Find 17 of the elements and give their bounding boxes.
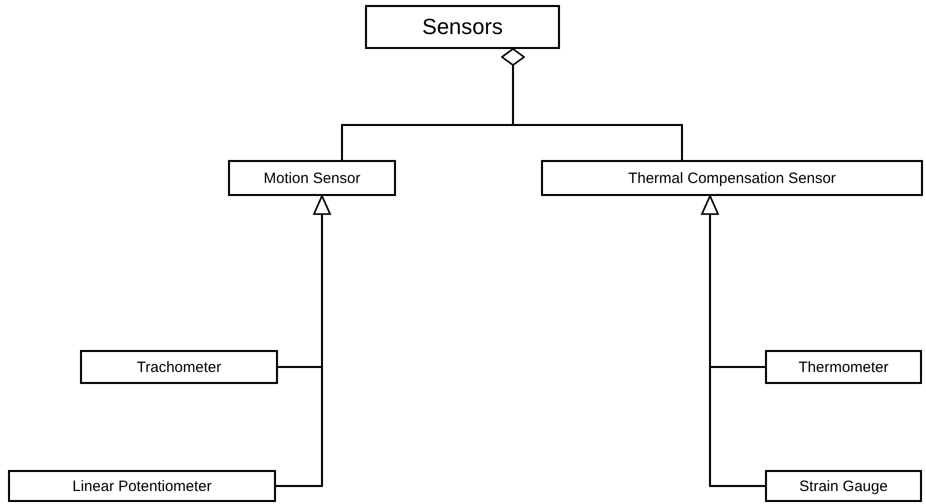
class-box	[365, 5, 560, 49]
class-box	[541, 160, 923, 196]
aggregation-connector	[501, 48, 683, 160]
class-box	[765, 350, 922, 384]
class-name: Thermal Compensation Sensor	[628, 170, 836, 186]
inheritance-arrow	[701, 195, 765, 487]
inheritance-arrow	[276, 195, 331, 487]
class-name: Thermometer	[798, 358, 889, 376]
class-box	[8, 470, 276, 502]
class-name: Sensors	[422, 14, 503, 40]
class-name: Strain Gauge	[799, 478, 888, 494]
class-box	[765, 470, 922, 502]
class-name: Linear Potentiometer	[72, 478, 212, 494]
class-name: Motion Sensor	[264, 170, 360, 186]
class-box	[228, 160, 396, 196]
class-name: Trachometer	[136, 358, 222, 376]
class-box	[80, 350, 278, 384]
